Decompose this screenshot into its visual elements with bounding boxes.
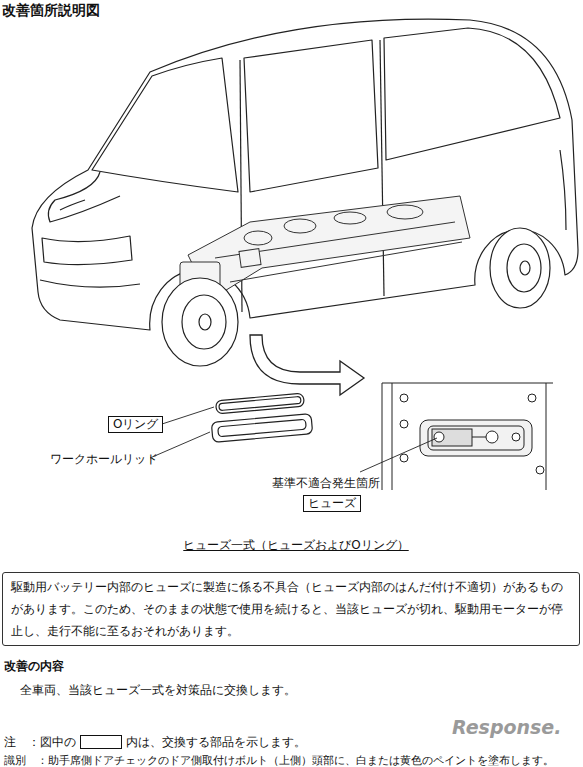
o-ring bbox=[216, 393, 305, 414]
part-name-box: Oリング bbox=[108, 416, 163, 433]
description-box: 駆動用バッテリー内部のヒューズに製造に係る不具合（ヒューズ内部のはんだ付け不適切… bbox=[2, 572, 580, 646]
drive-battery-cutaway bbox=[180, 196, 470, 300]
node-text: Oリング bbox=[113, 417, 158, 432]
work-hole-lid bbox=[211, 414, 312, 443]
section-heading: 改善の内容 bbox=[4, 658, 64, 674]
part-label: ワークホールリッド bbox=[50, 451, 158, 467]
identification-text: 識別 ：助手席側ドアチェックのドア側取付けボルト（上側）頭部に、白または黄色のペ… bbox=[4, 752, 554, 767]
defect-location-label: 基準不適合発生箇所 bbox=[272, 475, 380, 491]
figure-caption: ヒューズ一式（ヒューズおよびOリング） bbox=[183, 537, 408, 553]
note-text: 注 ：図中の bbox=[4, 734, 76, 750]
car-body bbox=[32, 19, 578, 330]
node-text: 駆動用バッテリー内部のヒューズに製造に係る不具合（ヒューズ内部のはんだ付け不適切… bbox=[11, 576, 571, 642]
leader-lines bbox=[150, 407, 437, 472]
wheels bbox=[162, 228, 550, 366]
remedy-text: 全車両、当該ヒューズ一式を対策品に交換します。 bbox=[20, 682, 296, 698]
part-name-box: ヒューズ bbox=[303, 495, 361, 512]
fuse-inset bbox=[382, 383, 553, 490]
replaced-part-box bbox=[80, 735, 122, 749]
note-text: 内は、交換する部品を示します。 bbox=[126, 734, 306, 750]
detail-arrow bbox=[250, 335, 364, 395]
page-title: 改善箇所説明図 bbox=[2, 2, 100, 18]
watermark: Response. bbox=[452, 718, 561, 736]
node-text: ヒューズ bbox=[308, 496, 356, 511]
